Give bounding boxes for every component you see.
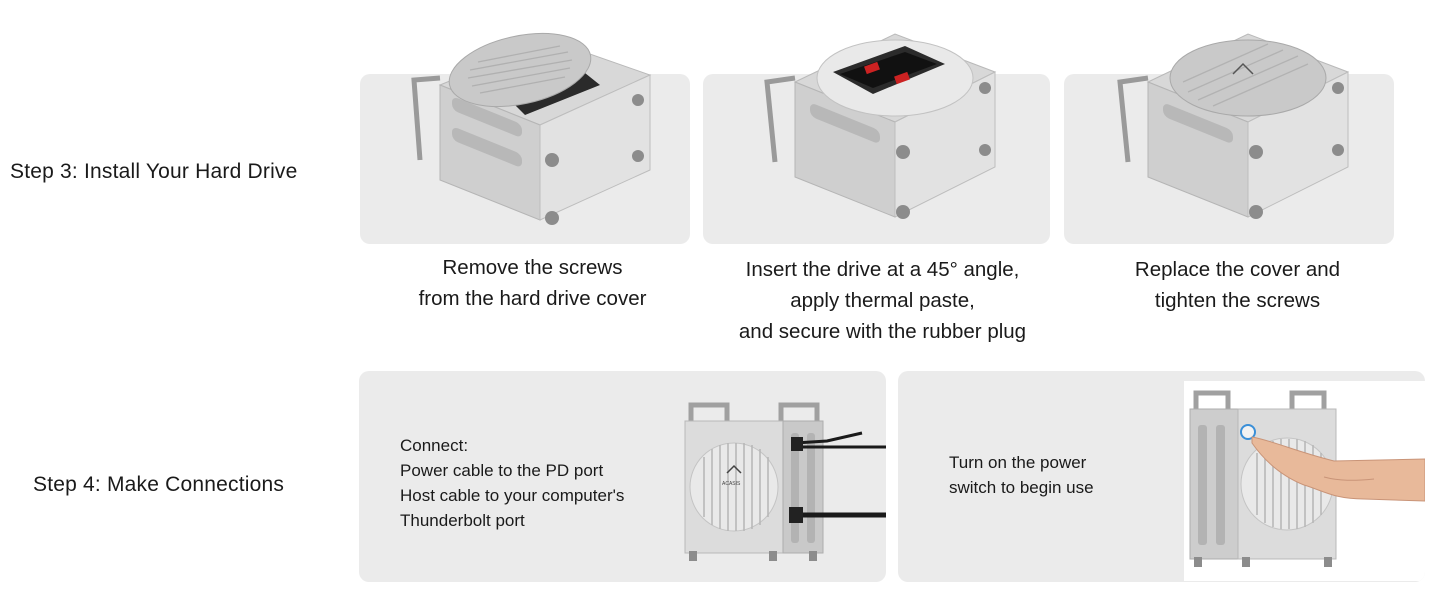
brand-logo-text: ACASIS <box>722 481 741 487</box>
power-button <box>1240 424 1256 440</box>
step-4-power-panel: Turn on the power switch to begin use <box>898 371 1425 582</box>
enclosure-cable-illustration: ACASIS <box>684 402 886 561</box>
enclosure-cover-closed-illustration <box>1117 33 1350 219</box>
step-3-caption-3: Replace the cover and tighten the screws <box>1134 258 1341 312</box>
enclosure-drive-inserted-illustration <box>764 33 997 219</box>
connect-instructions: Connect: Power cable to the PD port Host… <box>400 436 625 530</box>
step-3-title: Step 3: Install Your Hard Drive <box>10 160 298 183</box>
step-3-caption-2: Insert the drive at a 45° angle, apply t… <box>738 258 1027 343</box>
step-4-title: Step 4: Make Connections <box>33 473 285 496</box>
enclosure-cover-open-illustration <box>411 33 652 225</box>
step-4-connections-panel: Connect: Power cable to the PD port Host… <box>359 371 886 582</box>
power-instructions: Turn on the power switch to begin use <box>949 453 1094 497</box>
enclosure-power-button-illustration <box>1184 381 1425 581</box>
step-3-caption-1: Remove the screws from the hard drive co… <box>418 256 647 310</box>
